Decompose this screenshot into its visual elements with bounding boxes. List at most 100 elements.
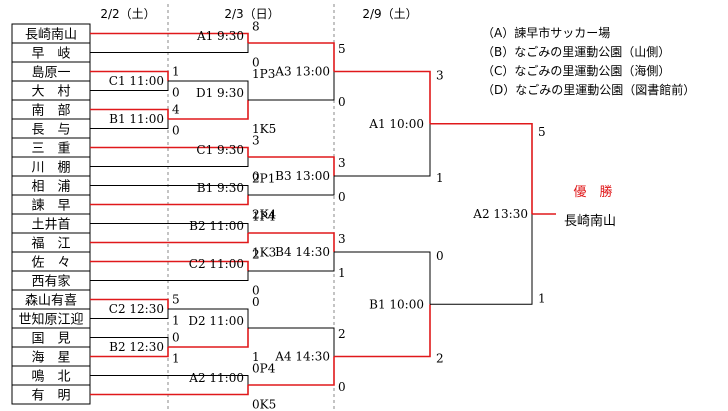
final-score: 1	[538, 291, 546, 305]
r2-score: 0	[252, 56, 260, 70]
r2-score: 1P3	[252, 67, 275, 81]
r3-score: 0	[338, 190, 346, 204]
r2-score: 8	[252, 20, 260, 34]
r2-score: 1K5	[252, 122, 276, 136]
r1-match-label: B1 11:00	[109, 112, 164, 126]
sf-score: 1	[436, 171, 444, 185]
r3-bottom-line	[248, 356, 335, 386]
team-name: 相 浦	[31, 180, 70, 195]
sf-score: 0	[436, 249, 444, 263]
sf-score: 3	[436, 69, 444, 83]
final-match-label: A2 13:30	[472, 207, 528, 221]
r3-top-line	[248, 156, 335, 176]
r1-score: 4	[172, 103, 180, 117]
r1-score: 5	[172, 293, 180, 307]
r2-score: 0	[252, 170, 260, 184]
venue-legend-c: （C）なごみの里運動公園（海側）	[482, 63, 670, 78]
team-name: 鳴 北	[31, 370, 70, 385]
r1-top-line	[90, 298, 169, 309]
sf-match-label: B1 10:00	[369, 297, 424, 311]
r2-score: 0K5	[252, 398, 276, 411]
r2-score: 0	[252, 295, 260, 309]
r2-bottom-line	[90, 195, 249, 206]
r2-match-label: B2 11:00	[189, 219, 244, 233]
r2-top-line	[90, 32, 249, 43]
sf-score: 2	[436, 352, 444, 366]
r2-match-label: A2 11:00	[188, 371, 244, 385]
r1-top-line	[90, 108, 169, 119]
r2-match-label: D2 11:00	[188, 314, 244, 328]
final-bottom-line	[430, 214, 533, 305]
r2-top-line	[90, 260, 249, 271]
r2-score: 0P4	[252, 362, 276, 376]
sf-top-line	[334, 251, 431, 305]
r3-score: 1	[338, 266, 346, 280]
r1-match-label: C1 11:00	[109, 74, 164, 88]
r2-top-line	[90, 375, 249, 385]
r2-match-label: B1 9:30	[197, 181, 244, 195]
team-name: 諫 早	[31, 198, 70, 214]
r2-bottom-line	[90, 157, 249, 167]
r3-score: 0	[338, 95, 346, 109]
r1-match-label: C2 12:30	[109, 302, 164, 316]
r1-score: 1	[172, 314, 180, 328]
r1-match-label: B2 12:30	[109, 340, 164, 354]
sf-bottom-line	[334, 123, 431, 177]
r2-top-line	[168, 308, 249, 328]
team-name: 長崎南山	[25, 27, 77, 43]
r2-score: 1	[252, 350, 260, 364]
team-name: 福 江	[31, 237, 70, 252]
r1-score: 0	[172, 86, 180, 100]
r2-bottom-line	[90, 233, 249, 244]
team-name: 三 重	[31, 141, 70, 157]
r1-score: 0	[172, 124, 180, 138]
team-name: 世知原江迎	[18, 312, 83, 328]
team-name: 南 部	[31, 103, 70, 119]
r3-score: 3	[338, 156, 346, 170]
r3-score: 5	[338, 42, 346, 56]
r1-score: 1	[172, 65, 180, 79]
r2-score: 1P4	[252, 210, 276, 224]
team-name: 海 星	[31, 351, 70, 366]
r2-top-line	[168, 80, 249, 100]
r2-score: 1K3	[252, 246, 276, 260]
team-name: 佐 々	[31, 256, 70, 271]
venue-legend-b: （B）なごみの里運動公園（山側）	[482, 44, 670, 59]
r3-match-label: B4 14:30	[275, 245, 330, 259]
r3-bottom-line	[248, 176, 335, 196]
r1-bottom-line	[90, 309, 169, 319]
team-name: 早 岐	[31, 47, 70, 62]
team-name: 土井首	[31, 218, 70, 233]
r1-top-line	[90, 337, 169, 347]
r2-score: 2P1	[252, 172, 275, 186]
r2-bottom-line	[90, 385, 249, 396]
r3-top-line	[248, 232, 335, 252]
r3-top-line	[248, 42, 335, 72]
team-name: 西有家	[31, 274, 70, 290]
final-score: 5	[538, 125, 546, 139]
r1-bottom-line	[90, 347, 169, 358]
r1-top-line	[90, 70, 169, 81]
r2-match-label: C1 9:30	[196, 143, 244, 157]
r2-bottom-line	[90, 271, 249, 281]
r2-top-line	[90, 185, 249, 195]
r2-match-label: D1 9:30	[196, 86, 244, 100]
team-name: 森山有喜	[25, 294, 77, 309]
team-name: 長 与	[31, 123, 70, 138]
r3-match-label: A4 14:30	[274, 350, 330, 364]
r2-bottom-line	[168, 328, 249, 348]
r2-top-line	[90, 146, 249, 157]
r1-score: 1	[172, 352, 180, 366]
r3-bottom-line	[248, 71, 335, 101]
r3-bottom-line	[248, 252, 335, 272]
team-name: 川 棚	[31, 161, 70, 176]
champion-title: 優 勝	[573, 185, 612, 200]
date-header-2: 2/3（日）	[224, 7, 279, 21]
r2-score: 3	[252, 134, 260, 148]
r2-score: 2	[252, 248, 260, 262]
final-top-line	[430, 122, 533, 214]
r3-score: 2	[338, 327, 346, 341]
r3-score: 3	[338, 232, 346, 246]
